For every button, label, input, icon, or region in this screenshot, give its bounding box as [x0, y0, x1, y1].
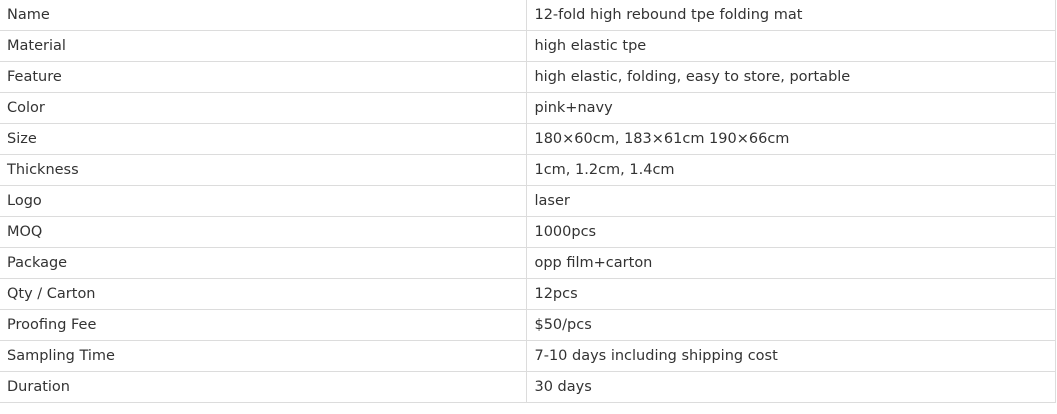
spec-value-cell: opp film+carton	[526, 247, 1056, 279]
spec-key-cell: Logo	[0, 185, 528, 217]
table-row: Duration 30 days	[0, 371, 1056, 403]
spec-key-cell: Qty / Carton	[0, 278, 528, 310]
spec-value-cell: high elastic tpe	[526, 30, 1056, 62]
spec-value-cell: 1000pcs	[526, 216, 1056, 248]
spec-key-cell: Proofing Fee	[0, 309, 528, 341]
spec-key-cell: MOQ	[0, 216, 528, 248]
spec-value-cell: 30 days	[526, 371, 1056, 403]
spec-value-cell: 12-fold high rebound tpe folding mat	[526, 0, 1056, 31]
spec-value-cell: 180×60cm, 183×61cm 190×66cm	[526, 123, 1056, 155]
spec-value-cell: 12pcs	[526, 278, 1056, 310]
spec-key-cell: Package	[0, 247, 528, 279]
table-row: Proofing Fee $50/pcs	[0, 309, 1056, 341]
table-row: Color pink+navy	[0, 92, 1056, 124]
spec-key-cell: Sampling Time	[0, 340, 528, 372]
table-row: Sampling Time 7-10 days including shippi…	[0, 340, 1056, 372]
spec-key-cell: Feature	[0, 61, 528, 93]
spec-value-cell: 1cm, 1.2cm, 1.4cm	[526, 154, 1056, 186]
spec-key-cell: Duration	[0, 371, 528, 403]
table-row: Size 180×60cm, 183×61cm 190×66cm	[0, 123, 1056, 155]
table-row: Logo laser	[0, 185, 1056, 217]
table-row: Name 12-fold high rebound tpe folding ma…	[0, 0, 1056, 31]
spec-value-cell: laser	[526, 185, 1056, 217]
spec-value-cell: $50/pcs	[526, 309, 1056, 341]
spec-key-cell: Name	[0, 0, 528, 31]
spec-value-cell: high elastic, folding, easy to store, po…	[526, 61, 1056, 93]
table-row: Thickness 1cm, 1.2cm, 1.4cm	[0, 154, 1056, 186]
table-row: Material high elastic tpe	[0, 30, 1056, 62]
spec-value-cell: 7-10 days including shipping cost	[526, 340, 1056, 372]
table-row: Qty / Carton 12pcs	[0, 278, 1056, 310]
product-spec-table: Name 12-fold high rebound tpe folding ma…	[0, 0, 1056, 403]
spec-key-cell: Material	[0, 30, 528, 62]
spec-key-cell: Color	[0, 92, 528, 124]
table-row: Package opp film+carton	[0, 247, 1056, 279]
spec-key-cell: Size	[0, 123, 528, 155]
table-row: Feature high elastic, folding, easy to s…	[0, 61, 1056, 93]
spec-key-cell: Thickness	[0, 154, 528, 186]
spec-value-cell: pink+navy	[526, 92, 1056, 124]
table-row: MOQ 1000pcs	[0, 216, 1056, 248]
